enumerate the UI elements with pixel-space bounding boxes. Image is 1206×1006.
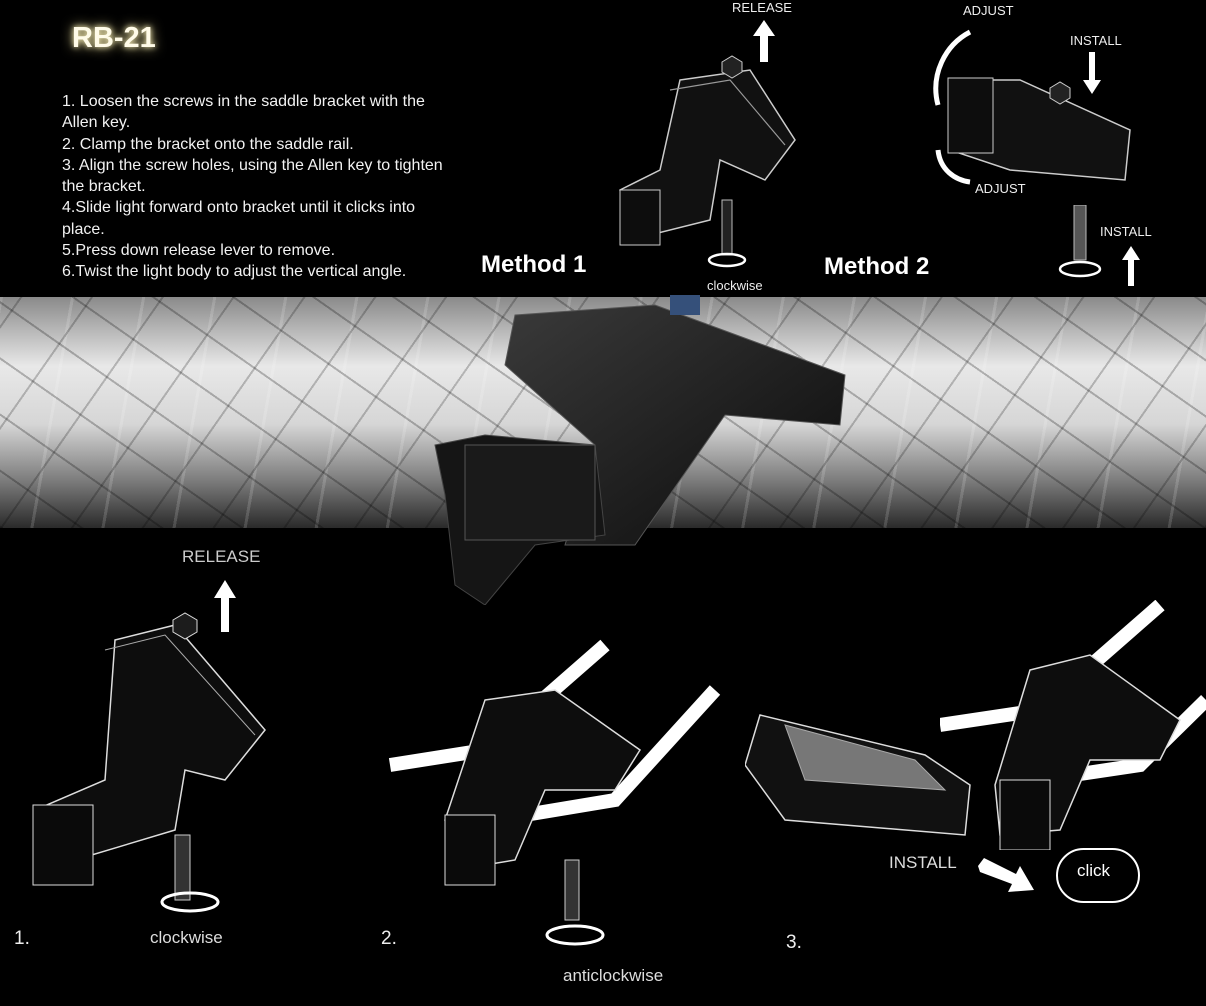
figure2-number: 2. — [381, 928, 397, 949]
method1-release-label: RELEASE — [732, 0, 792, 15]
product-bracket-photo — [434, 295, 846, 605]
instruction-step: 5.Press down release lever to remove. — [62, 242, 336, 260]
figure3-light-illustration — [745, 714, 971, 836]
click-callout: click — [1056, 848, 1140, 903]
figure2-rail-clamp-illustration — [388, 639, 721, 946]
product-title: RB-21 — [72, 22, 156, 54]
figure1-release-label: RELEASE — [182, 547, 261, 566]
figure1-bracket-illustration — [32, 612, 266, 913]
click-label: click — [1077, 861, 1111, 880]
figure2-anticlockwise-label: anticlockwise — [563, 966, 664, 985]
instruction-step: 6.Twist the light body to adjust the ver… — [62, 263, 407, 281]
install-arrow-up-icon — [1122, 246, 1140, 286]
figure1-release-arrow-icon — [214, 580, 236, 632]
install-arrow-icon — [978, 858, 1034, 892]
figure1-number: 1. — [14, 928, 30, 949]
method2-label: Method 2 — [824, 253, 930, 280]
instruction-step: 2. Clamp the bracket onto the saddle rai… — [62, 135, 354, 153]
figure1-clockwise-label: clockwise — [150, 928, 223, 947]
figure3-install-label: INSTALL — [889, 853, 957, 872]
method2-install-top-label: INSTALL — [1070, 33, 1122, 48]
method1-clockwise-label: clockwise — [707, 278, 763, 293]
install-arrow-down-icon — [1083, 52, 1101, 94]
screw-icon — [1058, 205, 1102, 278]
method2-bracket-illustration — [933, 29, 1131, 185]
method1-label: Method 1 — [481, 251, 587, 278]
instruction-step: 1. Loosen the screws in the saddle brack… — [62, 93, 425, 132]
release-arrow-icon — [753, 20, 775, 62]
method2-install-bottom-label: INSTALL — [1100, 224, 1152, 239]
method2-adjust-top-label: ADJUST — [963, 3, 1014, 18]
method1-bracket-illustration — [619, 55, 796, 268]
figure3-bracket-rail-illustration — [940, 600, 1206, 850]
instruction-step: 4.Slide light forward onto bracket until… — [62, 199, 416, 238]
instruction-list: 1. Loosen the screws in the saddle brack… — [62, 91, 462, 283]
figure3-number: 3. — [786, 932, 802, 953]
instruction-step: 3. Align the screw holes, using the Alle… — [62, 156, 443, 196]
method2-adjust-bottom-label: ADJUST — [975, 181, 1026, 196]
